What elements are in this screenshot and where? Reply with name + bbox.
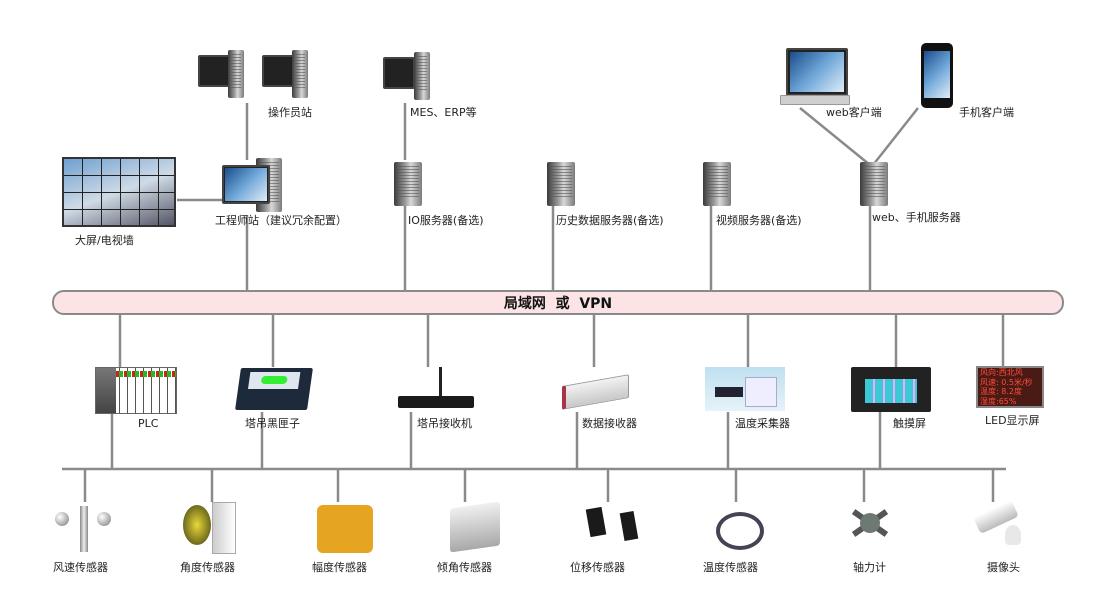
sensor-label-tilt: 倾角传感器 [437, 561, 492, 574]
history-server-label: 历史数据服务器(备选) [556, 214, 664, 227]
black-box-icon [235, 368, 313, 410]
sensor-label-camera: 摄像头 [987, 561, 1020, 574]
device-label-temp-collector: 温度采集器 [735, 417, 790, 430]
sensor-label-amplitude: 幅度传感器 [312, 561, 367, 574]
operator-station-label: 操作员站 [268, 106, 312, 119]
led-line: 温度: 8.2度 [980, 387, 1022, 396]
video-server-label: 视频服务器(备选) [716, 214, 802, 227]
sensor-label-displacement: 位移传感器 [570, 561, 625, 574]
device-label-data-receiver: 数据接收器 [582, 417, 637, 430]
video-wall-icon [62, 157, 176, 227]
video-wall-label: 大屏/电视墙 [75, 234, 134, 247]
sensor-label-angle: 角度传感器 [180, 561, 235, 574]
web-client-label: web客户端 [826, 106, 882, 119]
lan-vpn-bus: 局域网 或 VPN [52, 290, 1064, 315]
io-server-icon [394, 162, 422, 206]
device-label-black-box: 塔吊黑匣子 [245, 417, 300, 430]
device-label-led-display: LED显示屏 [985, 414, 1040, 427]
device-label-plc: PLC [138, 417, 159, 430]
amplitude-sensor-icon [317, 505, 373, 553]
led-line: 风速: 0.5米/秒 [980, 377, 1033, 387]
tilt-sensor-icon [450, 501, 500, 553]
led-line: 风向:西北风 [980, 368, 1023, 377]
sensor-label-axial-force: 轴力计 [853, 561, 886, 574]
web-mobile-server-icon [860, 162, 888, 206]
led-line: 湿度:65% [980, 396, 1017, 406]
video-server-icon [703, 162, 731, 206]
lan-vpn-label: 局域网 或 VPN [503, 295, 613, 312]
io-server-label: IO服务器(备选) [408, 214, 484, 227]
engineer-station-label: 工程师站（建议冗余配置） [215, 214, 347, 227]
mes-erp-label: MES、ERP等 [410, 106, 477, 119]
led-display-icon: 风向:西北风 风速: 0.5米/秒 温度: 8.2度 湿度:65% [976, 366, 1044, 408]
temp-collector-icon [705, 367, 785, 411]
temperature-sensor-icon [716, 512, 764, 550]
device-label-touch-screen: 触摸屏 [893, 417, 926, 430]
touch-screen-icon [851, 367, 931, 412]
web-mobile-server-label: web、手机服务器 [872, 211, 961, 224]
sensor-label-wind-speed: 风速传感器 [53, 561, 108, 574]
mobile-client-label: 手机客户端 [959, 106, 1014, 119]
device-label-receiver: 塔吊接收机 [417, 417, 472, 430]
plc-icon [95, 367, 177, 414]
sensor-label-temperature: 温度传感器 [703, 561, 758, 574]
history-server-icon [547, 162, 575, 206]
